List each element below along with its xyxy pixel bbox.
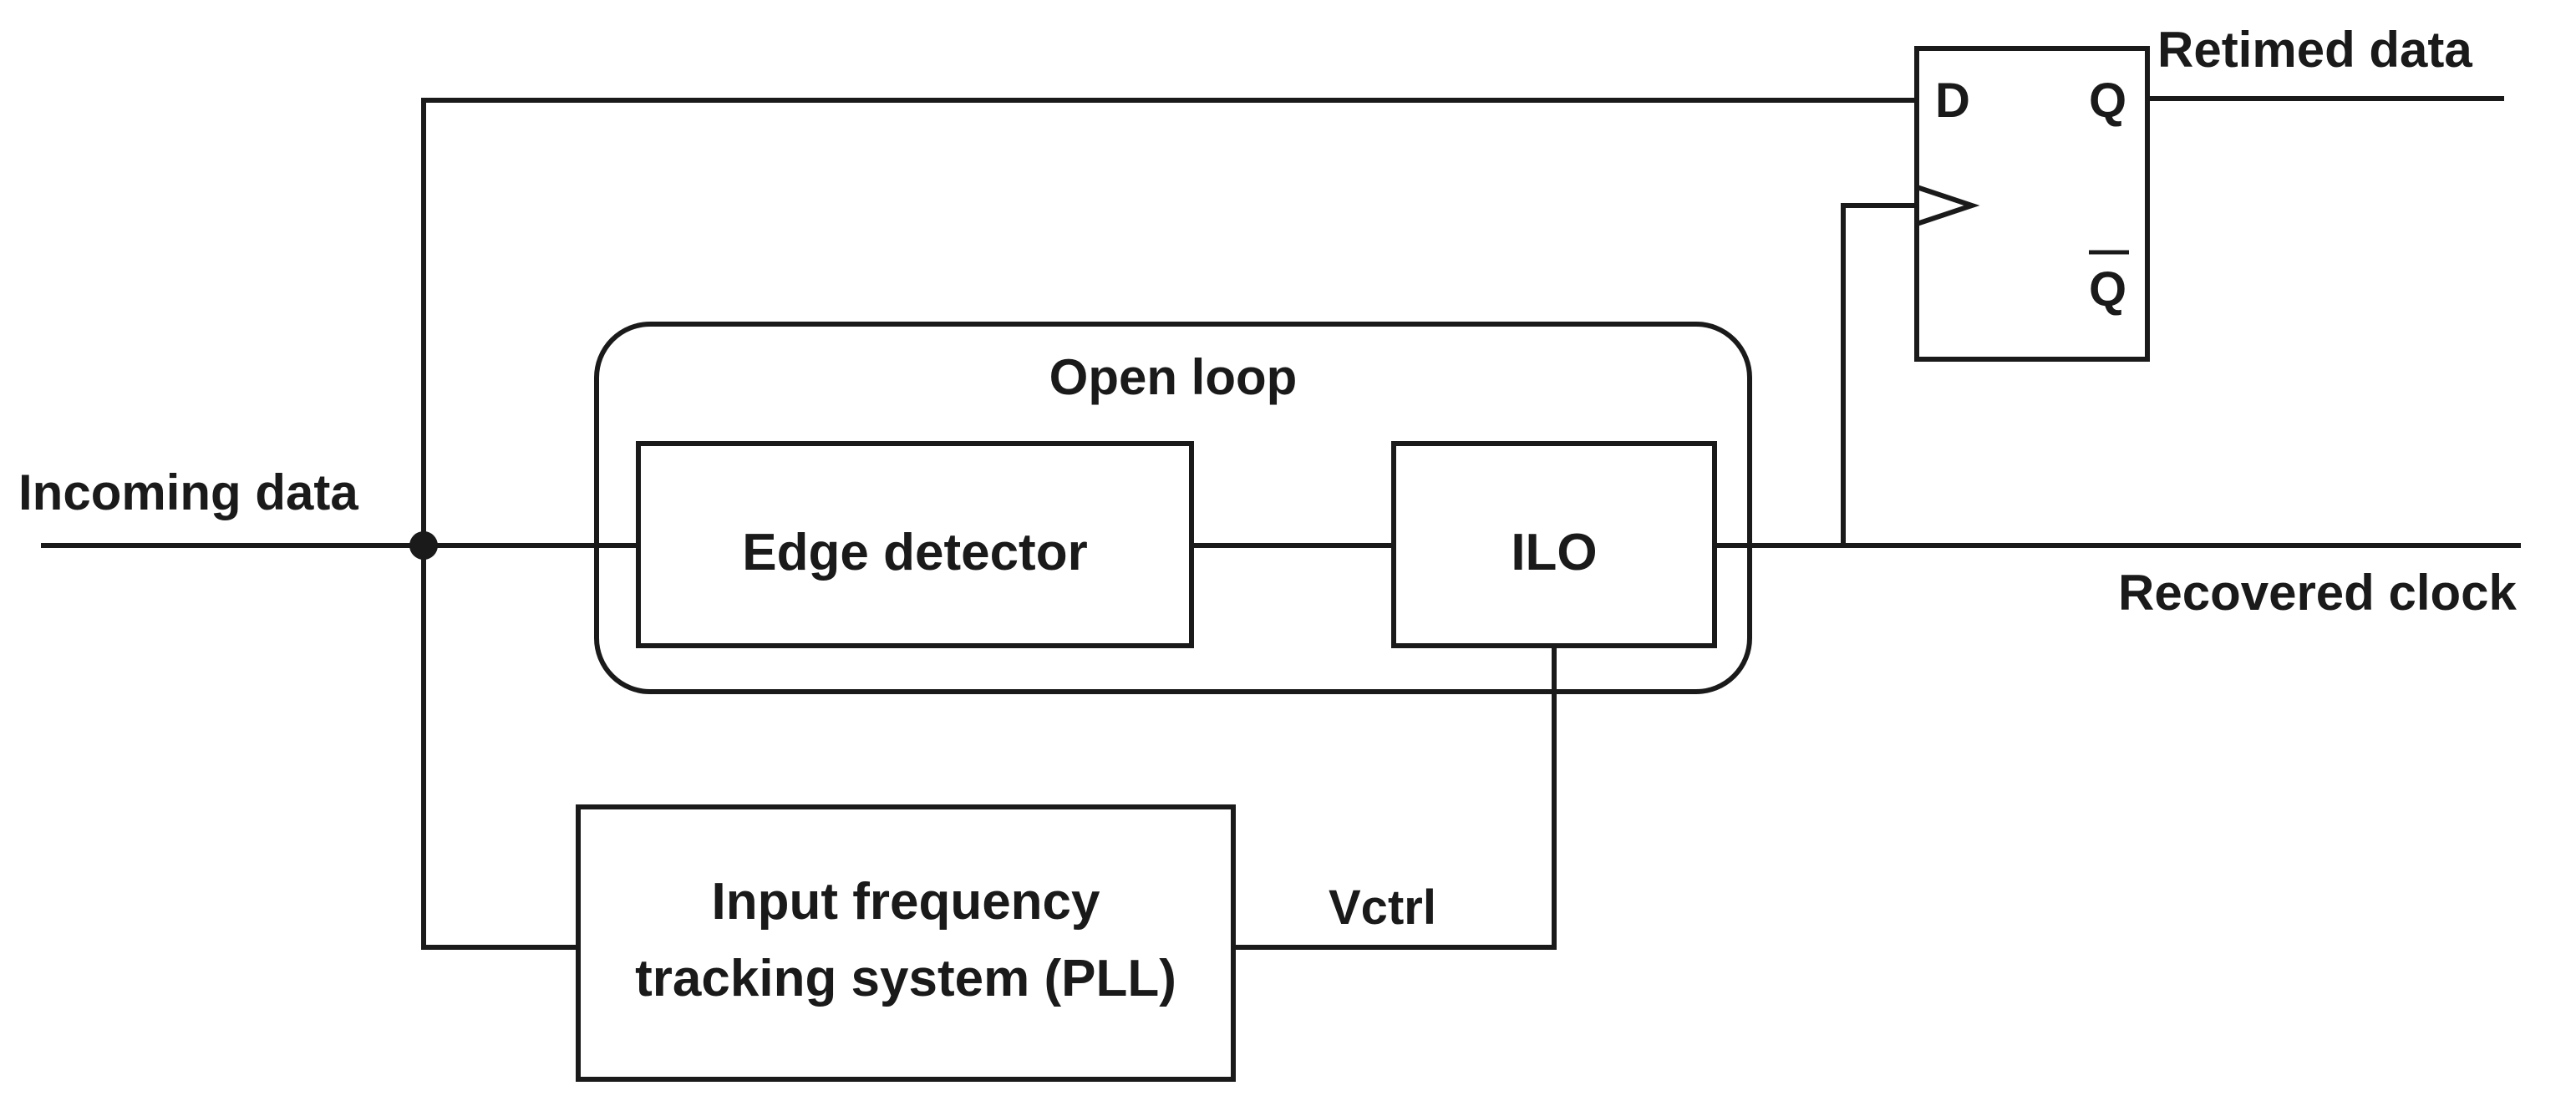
vctrl-label: Vctrl xyxy=(1329,880,1436,935)
ilo-box xyxy=(1391,441,1717,648)
clock-triangle-icon xyxy=(1916,185,1980,226)
vctrl-wire xyxy=(1231,644,1557,950)
junction-dot xyxy=(409,531,438,560)
clock-tap-wire xyxy=(1841,203,1919,548)
open-loop-container xyxy=(594,322,1752,694)
incoming-data-label: Incoming data xyxy=(18,464,358,520)
ff-q-label: Q xyxy=(2089,74,2126,128)
flip-flop-box xyxy=(1914,46,2150,362)
edge-detector-box xyxy=(636,441,1194,648)
ilo-label: ILO xyxy=(1511,524,1597,581)
edge-detector-label: Edge detector xyxy=(742,524,1087,581)
recovered-clock-label: Recovered clock xyxy=(2118,565,2518,621)
open-loop-label: Open loop xyxy=(1049,349,1298,405)
ff-d-label: D xyxy=(1935,74,1970,128)
retimed-data-label: Retimed data xyxy=(2157,22,2472,78)
ff-qbar-label: Q xyxy=(2089,262,2126,317)
pll-box xyxy=(576,804,1236,1082)
pll-label-line1: Input frequency xyxy=(711,873,1100,931)
pll-label-line2: tracking system (PLL) xyxy=(635,950,1176,1007)
